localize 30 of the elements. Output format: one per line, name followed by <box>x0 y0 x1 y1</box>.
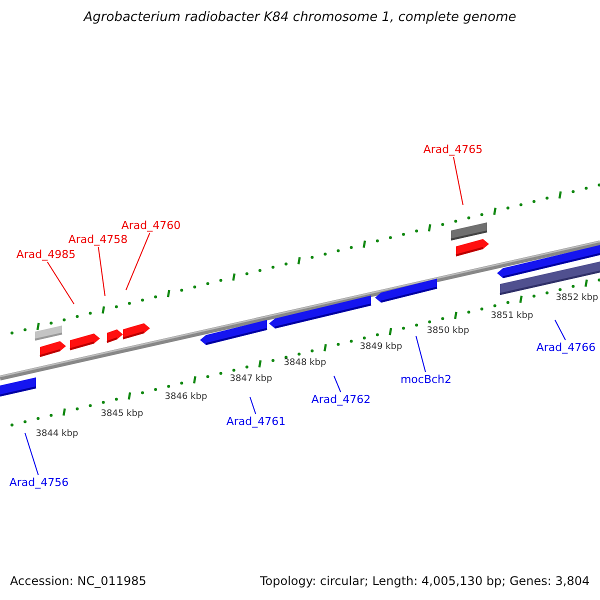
leader-line <box>334 376 342 392</box>
genome-stats-text: Topology: circular; Length: 4,005,130 bp; Genes: 3,804 <box>260 575 590 588</box>
scale-label: 3848 kbp <box>284 357 326 370</box>
leader-line <box>554 320 566 340</box>
gene-label: Arad_4985 <box>16 248 76 261</box>
gene-label: mocBch2 <box>400 373 452 386</box>
leader-line <box>24 432 39 476</box>
gene-label: Arad_4766 <box>536 341 596 354</box>
gene-label: Arad_4765 <box>423 143 483 156</box>
scale-label: 3845 kbp <box>100 408 144 421</box>
scale-label: 3847 kbp <box>230 373 272 386</box>
gene-label: Arad_4756 <box>9 476 69 489</box>
scale-label: 3851 kbp <box>490 310 534 323</box>
scale-label: 3852 kbp <box>556 292 598 305</box>
leader-line <box>98 246 106 296</box>
scale-label: 3844 kbp <box>36 428 78 441</box>
accession-text: Accession: NC_011985 <box>10 575 146 588</box>
leader-line <box>416 336 426 372</box>
scale-label: 3850 kbp <box>426 325 470 338</box>
scale-label: 3849 kbp <box>360 341 402 354</box>
leader-line <box>126 232 150 290</box>
gene-label: Arad_4758 <box>68 233 128 246</box>
gene-label: Arad_4761 <box>226 415 286 428</box>
gene-label: Arad_4762 <box>311 393 371 406</box>
scale-label: 3846 kbp <box>164 391 208 404</box>
leader-line <box>46 262 74 304</box>
leader-line <box>250 396 256 414</box>
gene-label: Arad_4760 <box>121 219 181 232</box>
leader-line <box>453 156 464 206</box>
title: Agrobacterium radiobacter K84 chromosome 1, complete genome <box>84 11 516 24</box>
